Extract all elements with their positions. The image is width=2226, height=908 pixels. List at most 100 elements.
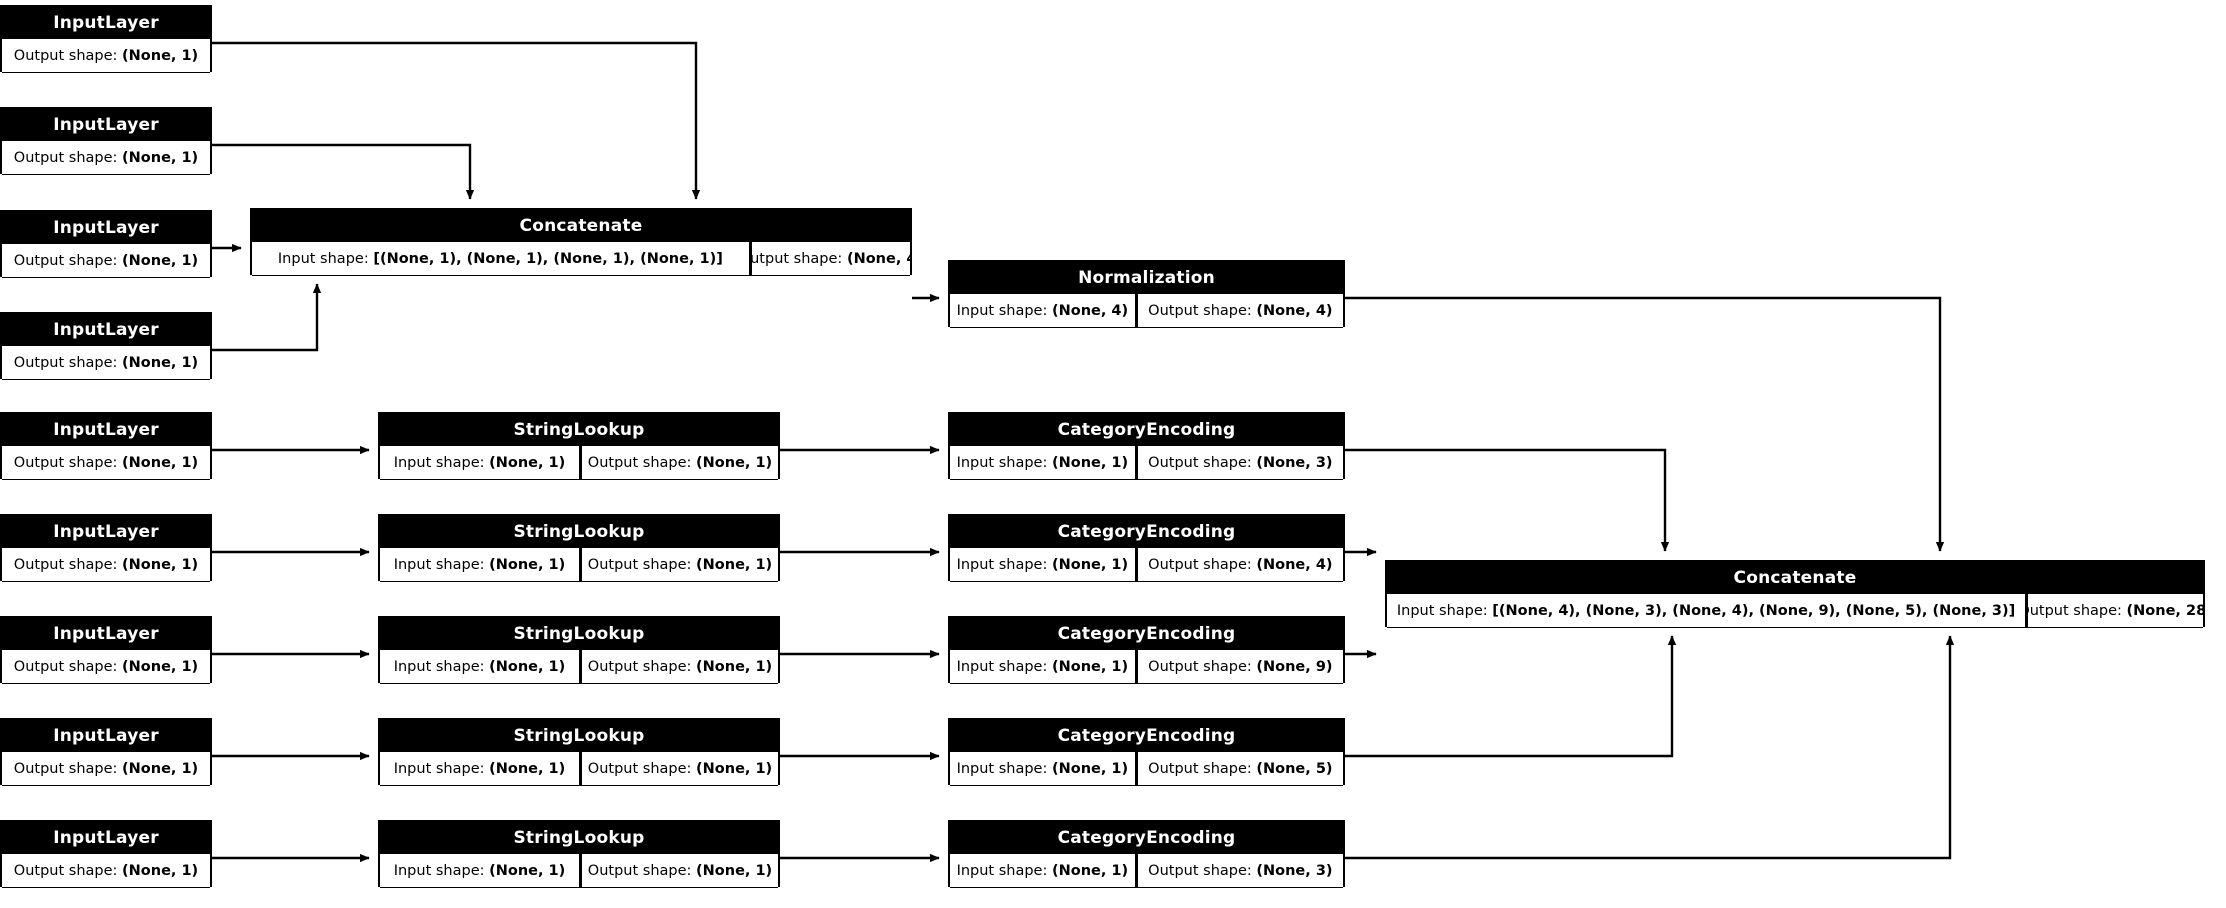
output-shape-cell: Output shape: (None, 1) (582, 854, 778, 887)
shape-value: [(None, 4), (None, 3), (None, 4), (None,… (1492, 602, 2016, 619)
shape-prefix: Output shape: (13, 862, 123, 879)
edge-normalization_1-to-concatenate_2 (1345, 296, 1945, 552)
input-shape-cell: Input shape: (None, 1) (380, 854, 579, 887)
output-shape-cell: Output shape: (None, 1) (2, 346, 210, 379)
shape-value: (None, 3) (1256, 862, 1333, 879)
shape-value: (None, 1) (696, 862, 773, 879)
node-title: InputLayer (2, 414, 210, 446)
shape-value: [(None, 1), (None, 1), (None, 1), (None,… (373, 250, 723, 267)
edge-category_encoding_5-to-concatenate_2 (1345, 635, 1955, 860)
node-title: InputLayer (2, 516, 210, 548)
shape-prefix: Output shape: (1148, 302, 1257, 319)
output-shape-cell: Output shape: (None, 1) (2, 752, 210, 785)
input-shape-cell: Input shape: (None, 1) (380, 446, 579, 479)
output-shape-cell: Output shape: (None, 1) (2, 244, 210, 277)
shape-prefix: Input shape: (393, 658, 490, 675)
input-shape-cell: Input shape: (None, 1) (380, 650, 579, 683)
input-shape-cell: Input shape: (None, 1) (380, 752, 579, 785)
output-shape-cell: Output shape: (None, 28) (2028, 594, 2203, 627)
output-shape-cell: Output shape: (None, 5) (1137, 752, 1343, 785)
node-title: Normalization (950, 262, 1343, 294)
node-title: CategoryEncoding (950, 618, 1343, 650)
shape-value: (None, 1) (122, 454, 199, 471)
edge-category_encoding_1-to-concatenate_2 (1345, 448, 1670, 552)
output-shape-cell: Output shape: (None, 4) (1137, 548, 1343, 581)
input-shape-cell: Input shape: (None, 1) (380, 548, 579, 581)
output-shape-cell: Output shape: (None, 1) (2, 446, 210, 479)
output-shape-cell: Output shape: (None, 1) (2, 650, 210, 683)
shape-prefix: Output shape: (13, 556, 123, 573)
shape-prefix: Input shape: (956, 454, 1052, 471)
input-shape-cell: Input shape: [(None, 4), (None, 3), (Non… (1387, 594, 2026, 627)
node-title: CategoryEncoding (950, 414, 1343, 446)
node-shape-row: Input shape: [(None, 1), (None, 1), (Non… (252, 242, 910, 276)
shape-prefix: Input shape: (277, 250, 374, 267)
shape-value: (None, 5) (1256, 760, 1333, 777)
shape-value: (None, 1) (1051, 454, 1129, 471)
shape-value: (None, 4) (846, 250, 910, 267)
shape-prefix: Output shape: (13, 47, 123, 64)
node-title: StringLookup (380, 618, 778, 650)
node-title: InputLayer (2, 7, 210, 39)
shape-value: (None, 1) (122, 862, 199, 879)
output-shape-cell: Output shape: (None, 4) (751, 242, 910, 275)
node-shape-row: Input shape: (None, 1)Output shape: (Non… (950, 854, 1343, 888)
node-shape-row: Input shape: (None, 1)Output shape: (Non… (380, 548, 778, 582)
output-shape-cell: Output shape: (None, 1) (582, 650, 778, 683)
shape-value: (None, 4) (1256, 556, 1333, 573)
output-shape-cell: Output shape: (None, 4) (1137, 294, 1343, 327)
node-shape-row: Output shape: (None, 1) (2, 141, 210, 175)
node-shape-row: Input shape: (None, 1)Output shape: (Non… (380, 650, 778, 684)
node-shape-row: Input shape: (None, 1)Output shape: (Non… (950, 548, 1343, 582)
shape-prefix: Output shape: (1148, 760, 1257, 777)
shape-value: (None, 4) (1051, 302, 1129, 319)
shape-value: (None, 1) (1051, 760, 1129, 777)
node-shape-row: Output shape: (None, 1) (2, 446, 210, 480)
shape-prefix: Output shape: (13, 252, 123, 269)
input-shape-cell: Input shape: (None, 1) (950, 650, 1135, 683)
edge-category_encoding_4-to-concatenate_2 (1345, 635, 1677, 758)
node-title: StringLookup (380, 516, 778, 548)
node-shape-row: Output shape: (None, 1) (2, 244, 210, 278)
node-shape-row: Input shape: (None, 1)Output shape: (Non… (380, 752, 778, 786)
node-shape-row: Input shape: (None, 1)Output shape: (Non… (950, 752, 1343, 786)
shape-prefix: Output shape: (13, 454, 123, 471)
shape-value: (None, 1) (1051, 556, 1129, 573)
shape-prefix: Input shape: (393, 556, 490, 573)
node-title: InputLayer (2, 720, 210, 752)
shape-value: (None, 1) (122, 252, 199, 269)
shape-value: (None, 1) (122, 658, 199, 675)
node-title: CategoryEncoding (950, 720, 1343, 752)
shape-value: (None, 1) (489, 862, 566, 879)
shape-prefix: Output shape: (13, 354, 123, 371)
shape-value: (None, 1) (122, 760, 199, 777)
node-shape-row: Input shape: (None, 1)Output shape: (Non… (380, 446, 778, 480)
shape-prefix: Output shape: (1148, 862, 1257, 879)
node-shape-row: Input shape: (None, 4)Output shape: (Non… (950, 294, 1343, 328)
node-title: InputLayer (2, 822, 210, 854)
